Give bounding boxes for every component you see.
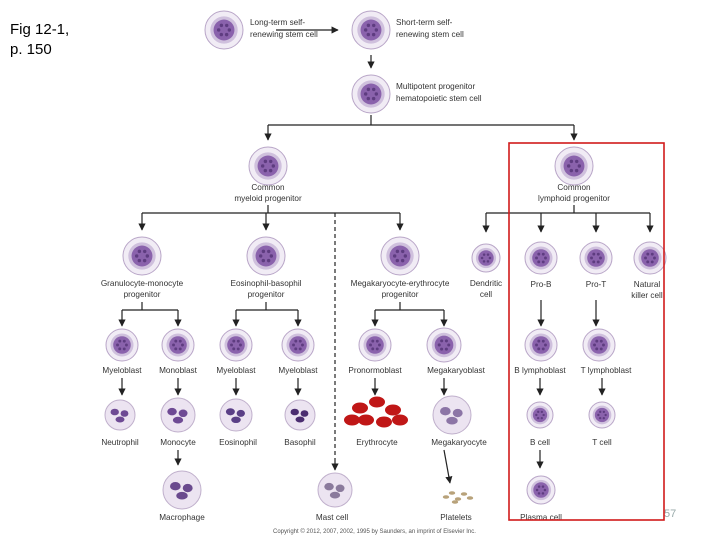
label-cmp-1: Common <box>251 183 285 192</box>
page-number: 57 <box>664 508 676 520</box>
b-lymphoblast-cell <box>524 328 558 362</box>
basophil-cell <box>284 399 316 431</box>
label-monoblast: Monoblast <box>159 366 198 375</box>
short-term-stem-cell <box>351 10 391 50</box>
erythrocyte-cell <box>369 396 385 408</box>
label-myeloblast-2: Myeloblast <box>216 366 256 375</box>
label-ebp-1: Eosinophil-basophil <box>230 279 301 288</box>
platelet <box>451 500 459 504</box>
label-mep-1: Megakaryocyte-erythrocyte <box>351 279 450 288</box>
label-tcell: T cell <box>592 438 612 447</box>
erythrocyte-cell <box>376 416 392 428</box>
label-clp-1: Common <box>557 183 591 192</box>
label-plasmacell: Plasma cell <box>520 513 562 522</box>
label-nk-1: Natural <box>634 280 661 289</box>
platelet <box>460 492 468 496</box>
myeloblast-3-cell <box>281 328 315 362</box>
label-clp-2: lymphoid progenitor <box>538 194 610 203</box>
monocyte-cell <box>160 397 196 433</box>
label-erythrocyte: Erythrocyte <box>356 438 398 447</box>
label-dendritic-1: Dendritic <box>470 279 502 288</box>
pronormoblast-cell <box>358 328 392 362</box>
label-monocyte: Monocyte <box>160 438 196 447</box>
arrow-to-platelets <box>443 449 453 484</box>
myeloblast-1-cell <box>105 328 139 362</box>
b-cell <box>526 401 554 429</box>
t-cell <box>588 401 616 429</box>
pro-b-cell <box>524 241 558 275</box>
slide-title-line-1: Fig 12-1, <box>10 21 70 38</box>
dendritic-cell <box>471 243 501 273</box>
erythrocyte-cell <box>392 414 408 426</box>
megakaryoblast-cell <box>426 327 462 363</box>
label-nk-2: killer cell <box>631 291 663 300</box>
platelet <box>442 495 450 499</box>
label-cmp-2: myeloid progenitor <box>234 194 302 203</box>
label-neutrophil: Neutrophil <box>101 438 139 447</box>
label-gmp-1: Granulocyte-monocyte <box>101 279 184 288</box>
slide-title-line-2: p. 150 <box>10 41 52 58</box>
label-prot: Pro-T <box>586 280 606 289</box>
common-myeloid-progenitor-cell <box>248 146 288 186</box>
granulocyte-monocyte-progenitor-cell <box>122 236 162 276</box>
erythrocyte-cell <box>344 414 360 426</box>
mast-cell <box>317 472 353 508</box>
monoblast-cell <box>161 328 195 362</box>
erythrocyte-cell <box>358 414 374 426</box>
label-mpp-2: hematopoietic stem cell <box>396 94 482 103</box>
label-layer: Long-term self- renewing stem cell Short… <box>101 18 676 535</box>
platelet <box>466 496 474 500</box>
label-megakaryocyte: Megakaryocyte <box>431 438 487 447</box>
platelet <box>448 491 456 495</box>
megakaryocyte-erythrocyte-progenitor-cell <box>380 236 420 276</box>
label-eosinophil: Eosinophil <box>219 438 257 447</box>
label-mep-2: progenitor <box>382 290 419 299</box>
label-mastcell: Mast cell <box>316 513 348 522</box>
neutrophil-cell <box>104 399 136 431</box>
label-mpp-1: Multipotent progenitor <box>396 82 475 91</box>
label-dendritic-2: cell <box>480 290 492 299</box>
label-myeloblast-1: Myeloblast <box>102 366 142 375</box>
label-megakaryoblast: Megakaryoblast <box>427 366 486 375</box>
label-lt-stem-2: renewing stem cell <box>250 30 318 39</box>
label-bcell: B cell <box>530 438 550 447</box>
multipotent-progenitor-cell <box>351 74 391 114</box>
label-basophil: Basophil <box>284 438 316 447</box>
erythrocyte-cell <box>385 404 401 416</box>
myeloblast-2-cell <box>219 328 253 362</box>
copyright-text: Copyright © 2012, 2007, 2002, 1995 by Sa… <box>273 528 476 535</box>
pro-t-cell <box>579 241 613 275</box>
slide-title: Fig 12-1, p. 150 <box>10 20 69 60</box>
label-prob: Pro-B <box>531 280 552 289</box>
label-myeloblast-3: Myeloblast <box>278 366 318 375</box>
macrophage-cell <box>162 470 202 510</box>
megakaryocyte-cell <box>432 395 472 435</box>
label-blymphoblast: B lymphoblast <box>514 366 566 375</box>
plasma-cell <box>526 475 556 505</box>
label-gmp-2: progenitor <box>124 290 161 299</box>
platelet <box>454 497 462 501</box>
eosinophil-cell <box>219 398 253 432</box>
label-tlymphoblast: T lymphoblast <box>581 366 633 375</box>
label-pronormoblast: Pronormoblast <box>348 366 402 375</box>
long-term-stem-cell <box>204 10 244 50</box>
label-lt-stem-1: Long-term self- <box>250 18 305 27</box>
eosinophil-basophil-progenitor-cell <box>246 236 286 276</box>
natural-killer-cell <box>633 241 667 275</box>
label-macrophage: Macrophage <box>159 513 205 522</box>
platelets-cells <box>442 491 474 504</box>
common-lymphoid-progenitor-cell <box>554 146 594 186</box>
cell-layer <box>104 10 667 510</box>
label-st-stem-2: renewing stem cell <box>396 30 464 39</box>
t-lymphoblast-cell <box>582 328 616 362</box>
label-ebp-2: progenitor <box>248 290 285 299</box>
connector-lines <box>118 26 654 484</box>
label-st-stem-1: Short-term self- <box>396 18 453 27</box>
erythrocyte-cells <box>344 396 408 428</box>
label-platelets: Platelets <box>440 513 471 522</box>
erythrocyte-cell <box>352 402 368 414</box>
lymphoid-highlight-box <box>508 142 665 521</box>
